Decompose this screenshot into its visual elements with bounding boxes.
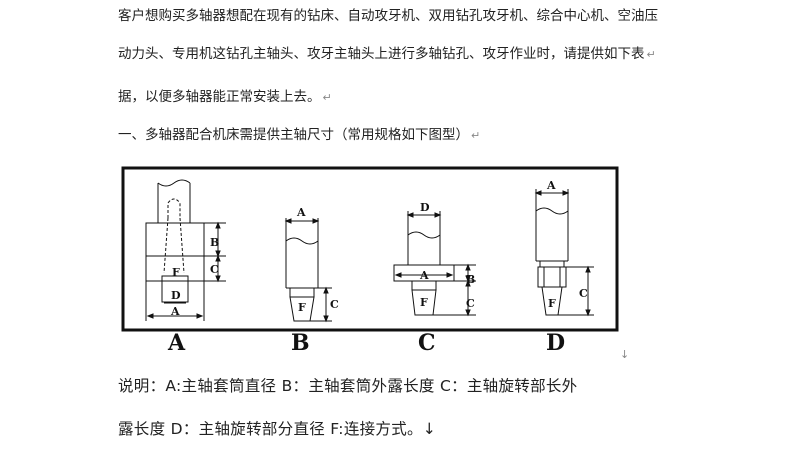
dim-label-a: A [170,305,180,318]
dim-label-f: F [298,301,306,314]
figure-label-d: D [546,330,566,356]
spindle-dimension-figure: F D A B C A F C [121,166,619,332]
figure-label-c: C [418,330,436,356]
spindle-type-a [145,179,226,321]
dim-label-f: F [420,296,428,309]
paragraph-mark: ↵ [322,91,332,104]
caption-line-1: 说明：A:主轴套筒直径 B：主轴套筒外露长度 C：主轴旋转部长外 [118,377,578,395]
dim-label-a: A [546,179,556,192]
dim-label-c: C [466,297,475,310]
figure-label-b: B [291,330,310,356]
dim-label-c: C [330,298,339,311]
paragraph-line-1: 客户想购买多轴器想配在现有的钻床、自动攻牙机、双用钻孔攻牙机、综合中心机、空油压 [118,8,658,24]
caption-end-mark: ↓ [422,420,437,438]
dim-label-d: D [420,201,430,214]
paragraph-mark: ↵ [471,129,481,142]
spindle-type-c [393,211,476,317]
section-heading: 一、多轴器配合机床需提供主轴尺寸（常用规格如下图型）↵ [118,127,481,143]
spindle-type-d [534,189,594,317]
dim-label-b: B [466,273,475,286]
paragraph-mark: ↵ [646,48,656,61]
dim-label-a: A [296,206,306,219]
dim-label-a: A [419,269,429,282]
paragraph-line-3: 据，以便多轴器能正常安装上去。↵ [118,89,332,105]
dim-label-c: C [579,287,588,300]
figure-label-a: A [168,330,186,356]
spindle-type-b [284,218,332,323]
dim-label-f: F [172,266,180,279]
dim-label-b: B [210,236,219,249]
dim-label-f: F [548,297,556,310]
figure-frame [121,166,619,332]
paragraph-line-2: 动力头、专用机这钻孔主轴头、攻牙主轴头上进行多轴钻孔、攻牙作业时，请提供如下表↵ [118,46,656,62]
dim-label-d: D [171,289,181,302]
paragraph-mark: ↓ [620,348,630,361]
caption-line-2: 露长度 D：主轴旋转部分直径 F:连接方式。↓ [118,420,437,438]
dim-label-c: C [210,263,219,276]
